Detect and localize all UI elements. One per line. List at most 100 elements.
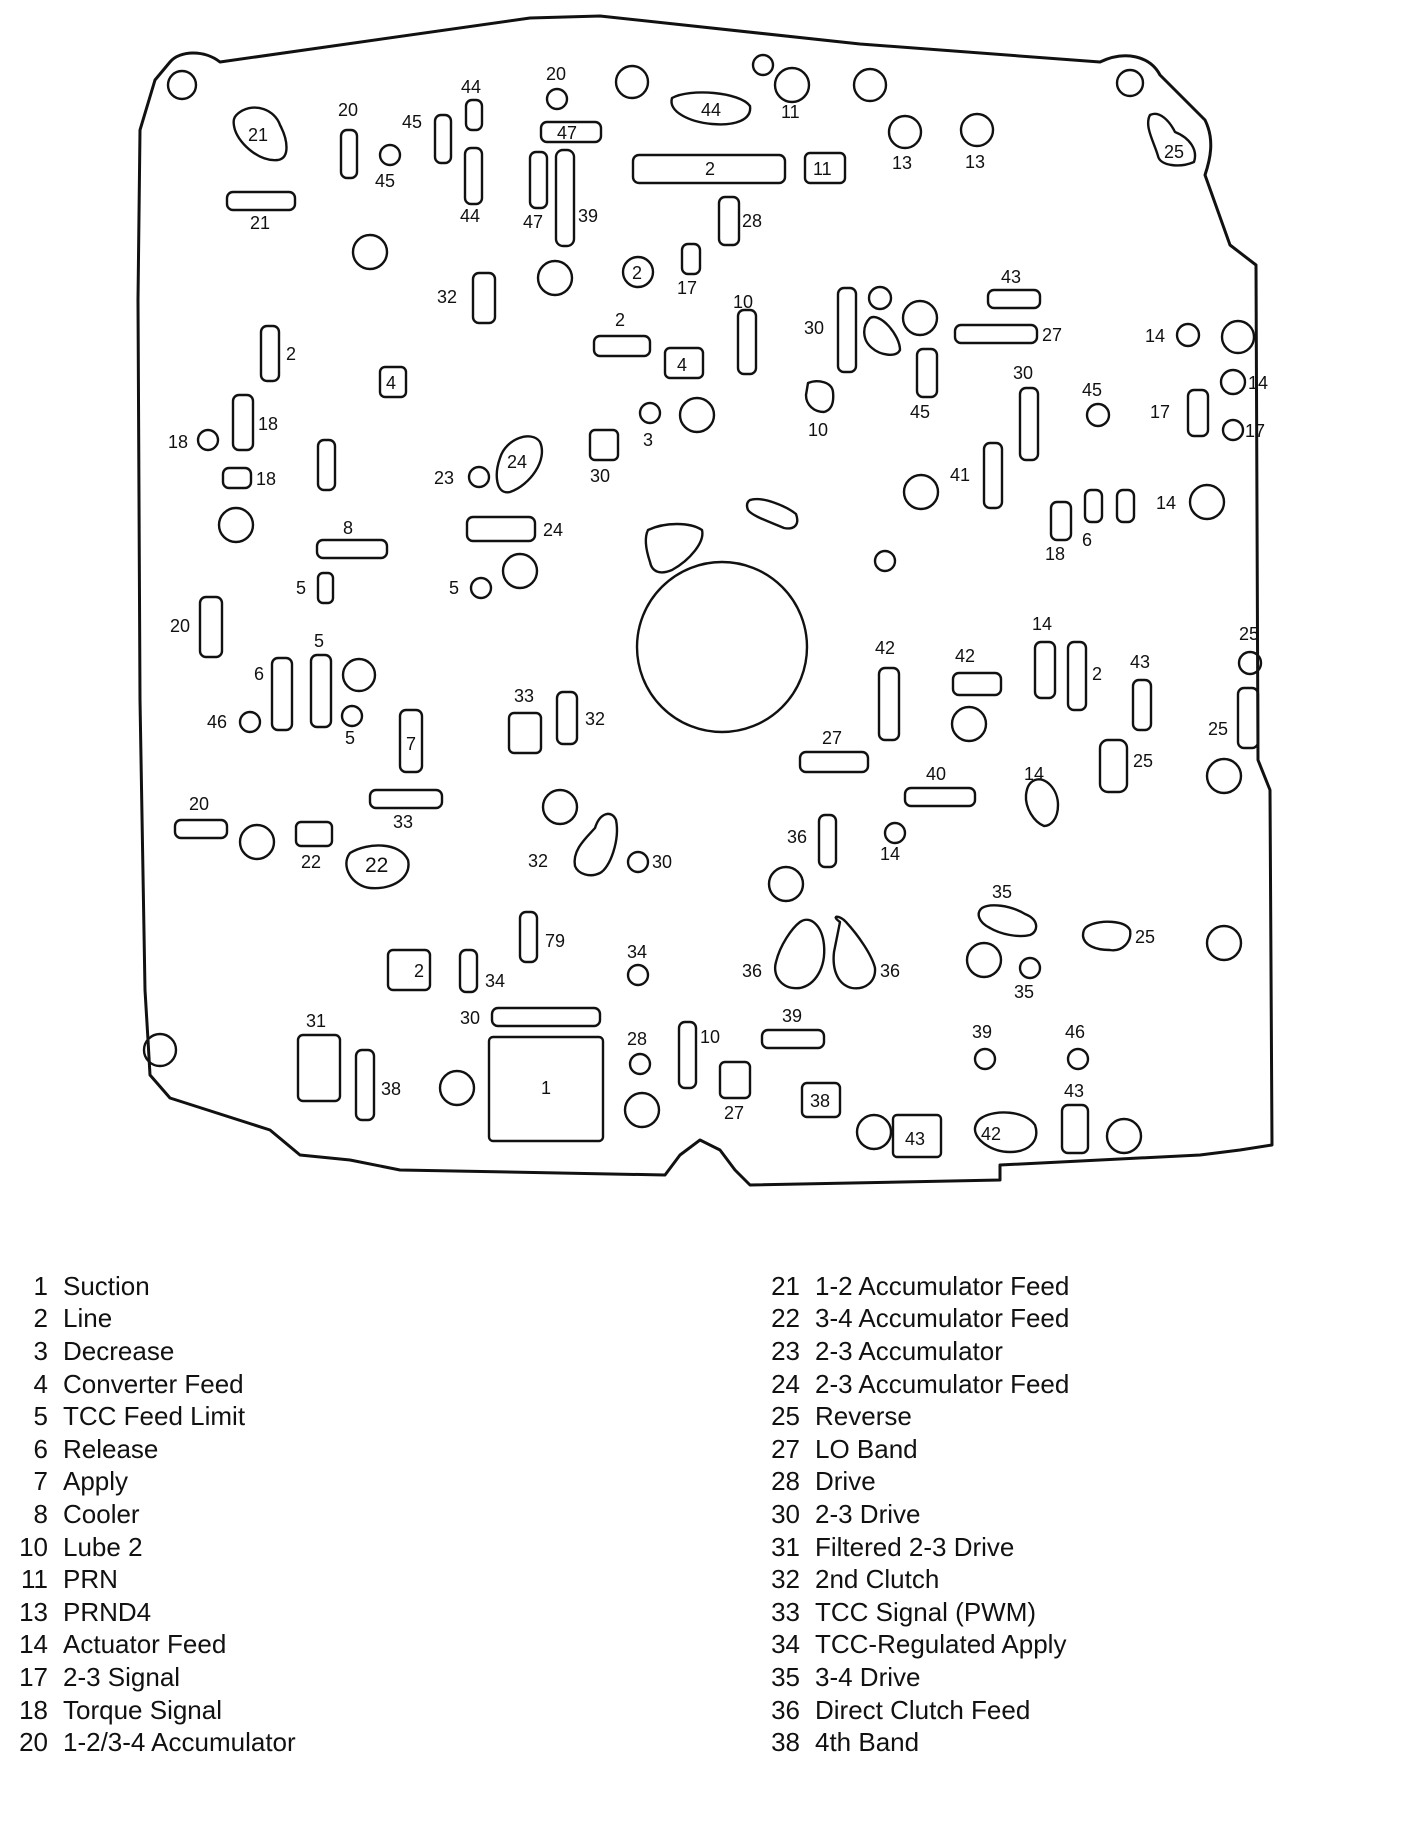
port-label: 24 [543,520,563,540]
port-label: 32 [585,709,605,729]
port-label: 25 [1133,751,1153,771]
port-shape [773,918,826,990]
port-slot [592,334,652,358]
legend-number: 20 [19,1727,48,1758]
port-slot [198,595,224,659]
legend-label: PRND4 [63,1596,152,1627]
port-label: 25 [1135,927,1155,947]
port-circle [773,66,811,104]
port-label: 30 [460,1008,480,1028]
port-slot [631,153,787,185]
port-circle [467,465,491,489]
legend-label: Line [63,1303,113,1334]
port-circle [1220,319,1256,355]
legend-number: 34 [771,1629,800,1660]
legend-label: Drive [815,1466,876,1497]
port-label: 30 [1013,363,1033,383]
port-label: 42 [955,646,975,666]
port-label: 5 [449,578,459,598]
port-label: 33 [514,686,534,706]
port-label: 35 [992,882,1012,902]
port-label: 42 [981,1124,1001,1144]
port-label: 30 [590,466,610,486]
port-circle [341,657,377,693]
port-slot [903,786,977,808]
port-label: 10 [808,420,828,440]
port-slot [718,1060,752,1100]
port-label: 45 [402,112,422,132]
port-slot [225,190,297,212]
legend-label: TCC Signal (PWM) [815,1596,1037,1627]
port-circle [751,53,775,77]
port-circle [1175,322,1201,348]
legend-label: Cooler [63,1498,140,1529]
port-label: 36 [880,961,900,981]
port-label: 17 [1245,421,1265,441]
legend-number: 2 [33,1303,48,1334]
legend-label: 3-4 Drive [815,1661,921,1692]
port-slot [231,393,255,452]
port-label: 5 [314,631,324,651]
port-slot [760,1028,826,1050]
legend-label: Lube 2 [63,1531,143,1562]
port-slot [800,1081,842,1119]
port-circle [965,941,1003,979]
port-label: 79 [545,931,565,951]
port-label: 45 [375,171,395,191]
port-slot [1060,1103,1090,1155]
port-label: 43 [1130,652,1150,672]
legend-label: Decrease [63,1335,175,1366]
legend-number: 32 [771,1564,800,1595]
legend-number: 3 [33,1335,48,1366]
port-label: 8 [343,518,353,538]
port-label: 27 [822,728,842,748]
valve-body-diagram: 21 20 45 45 44 44 20 47 47 39 44 11 11 2… [136,14,1274,1187]
port-circle [614,64,650,100]
port-circle [855,1113,893,1151]
legend-label: 1-2 Accumulator Feed [815,1270,1070,1301]
legend-label: Torque Signal [63,1694,222,1725]
legend-number: 14 [19,1629,48,1660]
port-circle [1221,418,1245,442]
port-label: 36 [742,961,762,981]
port-circle [867,285,893,311]
legend-label: Reverse [815,1401,912,1432]
port-label: 43 [1064,1081,1084,1101]
legend-number: 1 [33,1270,48,1301]
port-slot [296,1033,342,1103]
port-slot [294,820,334,848]
legend-item: 2 Line [0,1303,740,1336]
port-label: 46 [207,712,227,732]
port-slot [1083,488,1104,524]
port-circle [883,821,907,845]
port-label: 27 [724,1103,744,1123]
port-label: 10 [733,292,753,312]
port-shape [832,915,877,990]
plate-outline [136,14,1274,1187]
port-label: 27 [1042,325,1062,345]
port-circle [626,850,650,874]
legend-number: 30 [771,1498,800,1529]
legend-label: Apply [63,1466,129,1497]
port-shape [745,497,799,530]
port-circle [1237,650,1263,676]
legend-item: 3 Decrease [0,1335,740,1368]
port-circle [469,576,493,600]
port-label: 2 [286,344,296,364]
legend-number: 4 [33,1368,48,1399]
port-circle [873,549,897,573]
port-circle [973,1047,997,1071]
